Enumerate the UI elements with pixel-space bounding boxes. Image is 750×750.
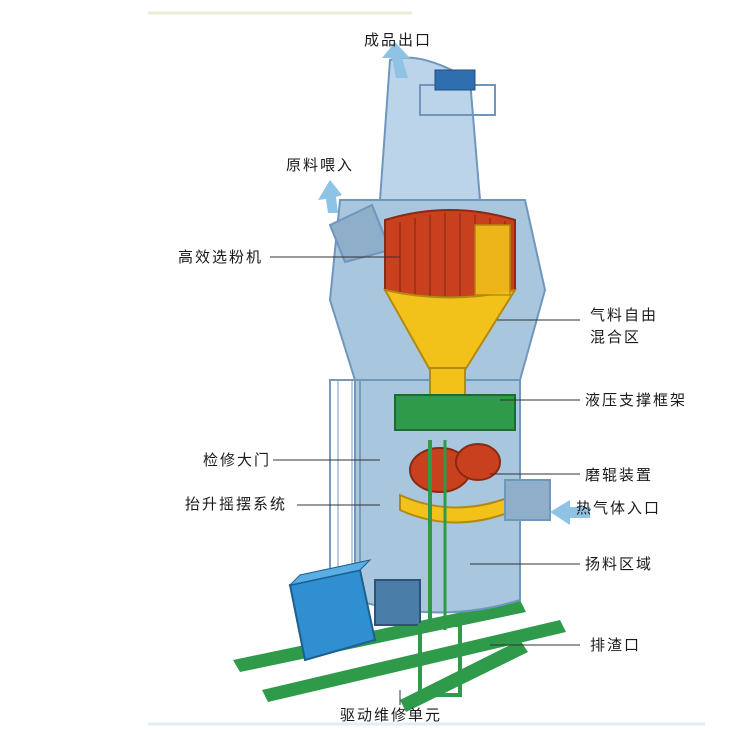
label-hydraulic-frame: 液压支撑框架 <box>585 391 688 409</box>
label-separator: 高效选粉机 <box>178 248 264 266</box>
product-outlet-arrow-icon <box>382 42 410 78</box>
hot-gas-duct <box>504 479 551 521</box>
label-mixing-zone-line1: 气料自由 <box>590 306 659 324</box>
leader-lines <box>270 256 580 705</box>
label-maintenance-door: 检修大门 <box>203 451 272 469</box>
label-raw-material-inlet: 原料喂入 <box>286 156 355 174</box>
label-grinding-device: 磨辊装置 <box>585 466 654 484</box>
label-product-outlet: 成品出口 <box>364 31 433 49</box>
separator-rotor <box>383 209 518 399</box>
label-slag-outlet: 排渣口 <box>590 636 642 654</box>
hot-gas-arrow-icon <box>550 500 590 525</box>
grinding-assembly <box>394 394 516 630</box>
raw-material-arrow-icon <box>318 180 342 213</box>
flow-arrows <box>318 42 590 525</box>
drive-unit <box>288 559 462 697</box>
label-mixing-zone-line2: 混合区 <box>590 328 642 346</box>
label-hot-gas-inlet: 热气体入口 <box>576 499 662 517</box>
label-drive-maintenance-unit: 驱动维修单元 <box>340 706 443 724</box>
label-lifting-swing-system: 抬升摇摆系统 <box>185 495 288 513</box>
label-material-lifting-zone: 扬料区域 <box>585 555 654 573</box>
